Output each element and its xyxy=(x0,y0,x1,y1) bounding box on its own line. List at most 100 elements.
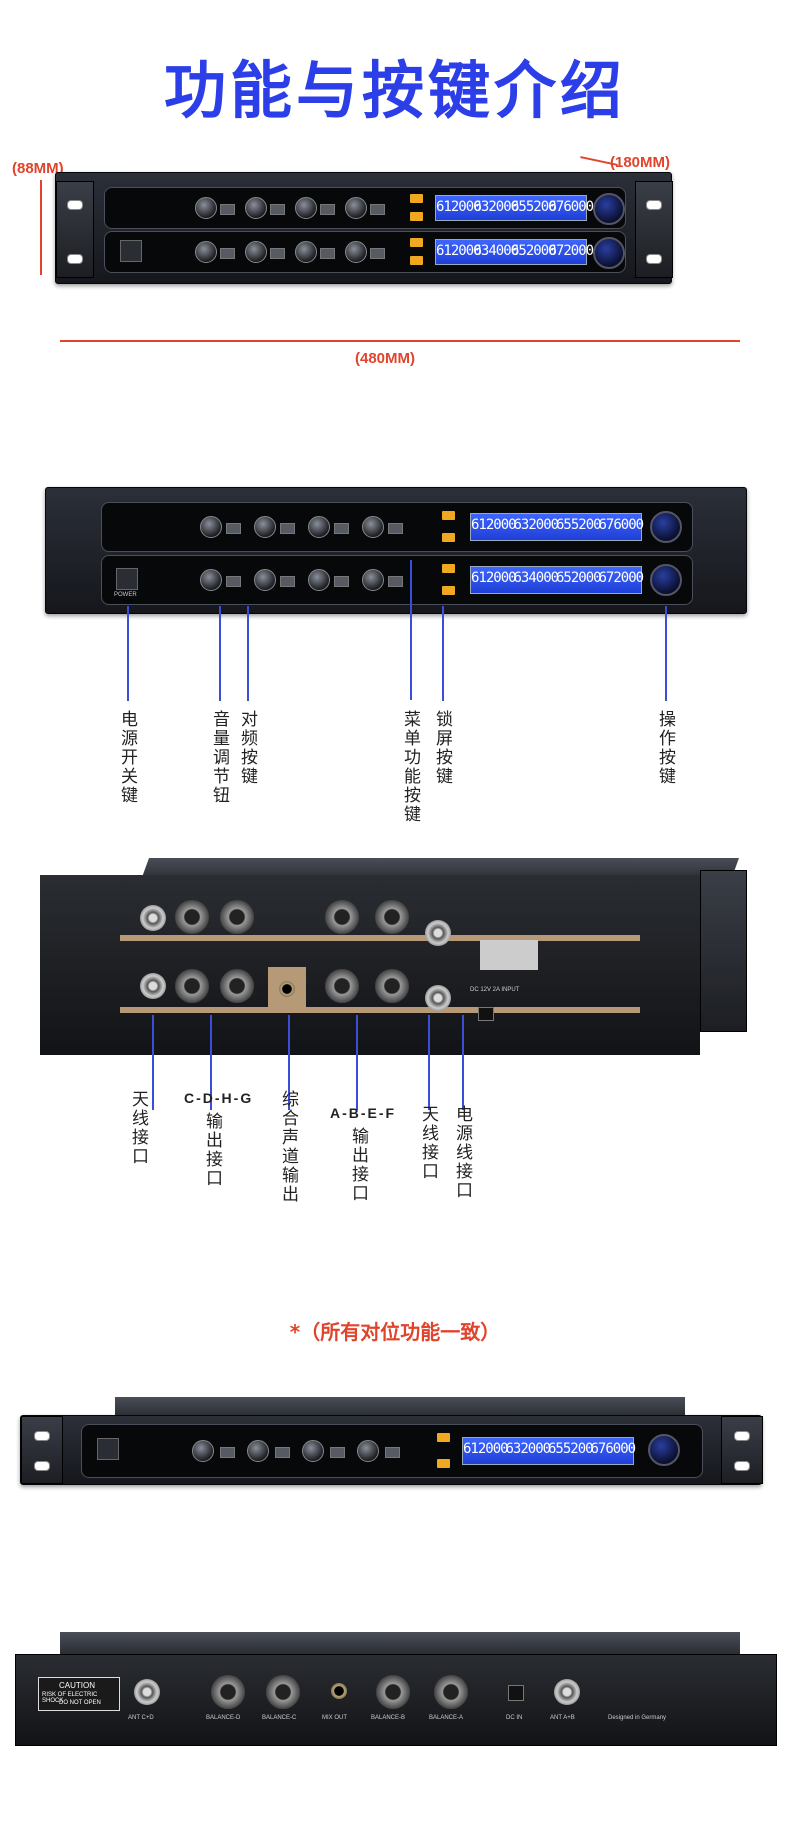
antenna-connector[interactable] xyxy=(140,905,166,931)
xlr-output[interactable] xyxy=(375,900,409,934)
front-panel: 612000632000655200676000 xyxy=(81,1424,703,1478)
antenna-connector[interactable] xyxy=(554,1679,580,1705)
volume-knob[interactable] xyxy=(195,241,217,263)
xlr-output[interactable] xyxy=(211,1675,245,1709)
volume-knob[interactable] xyxy=(200,516,222,538)
lock-button[interactable] xyxy=(410,256,423,265)
volume-knob[interactable] xyxy=(362,516,384,538)
volume-knob[interactable] xyxy=(192,1440,214,1462)
sync-button[interactable] xyxy=(385,1447,400,1458)
volume-knob[interactable] xyxy=(200,569,222,591)
mode-button[interactable] xyxy=(410,238,423,247)
mode-button[interactable] xyxy=(442,511,455,520)
volume-knob[interactable] xyxy=(295,241,317,263)
setup-knob[interactable] xyxy=(593,237,625,269)
volume-knob[interactable] xyxy=(295,197,317,219)
volume-knob[interactable] xyxy=(302,1440,324,1462)
lock-button[interactable] xyxy=(442,586,455,595)
label-antenna-left: 天线接口 xyxy=(128,1090,148,1166)
frequency-readout: 612000 xyxy=(463,1441,509,1457)
frequency-readout: 676000 xyxy=(598,517,645,533)
sync-button[interactable] xyxy=(270,204,285,215)
volume-knob[interactable] xyxy=(254,569,276,591)
lock-button[interactable] xyxy=(410,212,423,221)
label-power-switch: 电源开关键 xyxy=(117,710,137,805)
volume-knob[interactable] xyxy=(247,1440,269,1462)
xlr-output[interactable] xyxy=(220,900,254,934)
antenna-connector[interactable] xyxy=(140,973,166,999)
sync-button[interactable] xyxy=(370,248,385,259)
xlr-output[interactable] xyxy=(375,969,409,1003)
double-unit-rear: DC 12V 2A INPUT xyxy=(40,875,700,1055)
antenna-connector[interactable] xyxy=(134,1679,160,1705)
volume-knob[interactable] xyxy=(362,569,384,591)
mix-out-jack[interactable] xyxy=(331,1683,347,1699)
volume-knob[interactable] xyxy=(308,569,330,591)
balance-a-label: BALANCE-A xyxy=(429,1715,464,1721)
caution-text: DO NOT OPEN xyxy=(59,1700,101,1706)
xlr-output[interactable] xyxy=(175,969,209,1003)
dc-jack[interactable] xyxy=(508,1685,524,1701)
setup-knob[interactable] xyxy=(648,1434,680,1466)
mode-button[interactable] xyxy=(442,564,455,573)
left-rack-ear xyxy=(56,181,94,278)
label-strip xyxy=(120,935,640,941)
lock-button[interactable] xyxy=(442,533,455,542)
callout-line xyxy=(219,606,221,701)
sync-button[interactable] xyxy=(388,576,403,587)
sync-button[interactable] xyxy=(280,523,295,534)
left-rack-ear xyxy=(21,1416,63,1484)
volume-knob[interactable] xyxy=(345,197,367,219)
volume-knob[interactable] xyxy=(195,197,217,219)
lock-button[interactable] xyxy=(437,1459,450,1468)
antenna-connector[interactable] xyxy=(425,920,451,946)
volume-knob[interactable] xyxy=(357,1440,379,1462)
frequency-readout: 652000 xyxy=(511,243,557,259)
sync-button[interactable] xyxy=(370,204,385,215)
power-button[interactable] xyxy=(116,568,138,590)
sync-button[interactable] xyxy=(220,248,235,259)
frequency-readout: 672000 xyxy=(548,243,595,259)
xlr-output[interactable] xyxy=(434,1675,468,1709)
sync-button[interactable] xyxy=(388,523,403,534)
volume-knob[interactable] xyxy=(308,516,330,538)
xlr-output[interactable] xyxy=(325,969,359,1003)
xlr-output[interactable] xyxy=(325,900,359,934)
mode-button[interactable] xyxy=(410,194,423,203)
mount-hole xyxy=(67,200,83,210)
sync-button[interactable] xyxy=(280,576,295,587)
dc-jack[interactable] xyxy=(478,1007,494,1021)
setup-knob[interactable] xyxy=(593,193,625,225)
mix-plate xyxy=(268,967,306,1011)
sync-button[interactable] xyxy=(275,1447,290,1458)
height-dimension: (88MM) xyxy=(12,160,64,177)
label-power-input: 电源线接口 xyxy=(452,1105,472,1200)
volume-knob[interactable] xyxy=(245,197,267,219)
sync-button[interactable] xyxy=(330,1447,345,1458)
volume-knob[interactable] xyxy=(245,241,267,263)
sync-button[interactable] xyxy=(226,523,241,534)
frequency-readout: 676000 xyxy=(590,1441,637,1457)
sync-button[interactable] xyxy=(334,523,349,534)
sync-button[interactable] xyxy=(220,204,235,215)
xlr-output[interactable] xyxy=(175,900,209,934)
volume-knob[interactable] xyxy=(345,241,367,263)
antenna-connector[interactable] xyxy=(425,985,451,1011)
sync-button[interactable] xyxy=(226,576,241,587)
power-button[interactable] xyxy=(97,1438,119,1460)
setup-knob[interactable] xyxy=(650,511,682,543)
power-button[interactable] xyxy=(120,240,142,262)
xlr-output[interactable] xyxy=(266,1675,300,1709)
xlr-output[interactable] xyxy=(220,969,254,1003)
sync-button[interactable] xyxy=(320,204,335,215)
sync-button[interactable] xyxy=(334,576,349,587)
mount-hole xyxy=(67,254,83,264)
xlr-output[interactable] xyxy=(376,1675,410,1709)
volume-knob[interactable] xyxy=(254,516,276,538)
mode-button[interactable] xyxy=(437,1433,450,1442)
sync-button[interactable] xyxy=(270,248,285,259)
mix-out-jack[interactable] xyxy=(279,981,295,997)
sync-button[interactable] xyxy=(220,1447,235,1458)
setup-knob[interactable] xyxy=(650,564,682,596)
sync-button[interactable] xyxy=(320,248,335,259)
